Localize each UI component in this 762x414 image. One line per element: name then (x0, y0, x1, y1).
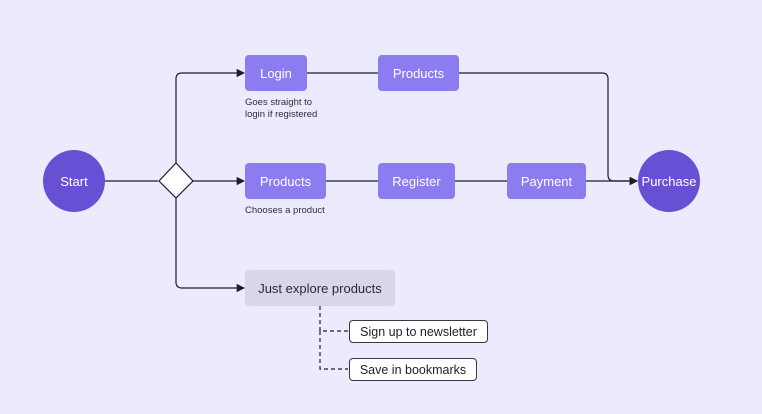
login-node: Login (245, 55, 307, 91)
connector-decision-explore (175, 198, 246, 293)
products-middle-label: Products (259, 173, 312, 189)
products-middle-node: Products (245, 163, 326, 199)
explore-label: Just explore products (258, 280, 382, 296)
register-node: Register (378, 163, 455, 199)
products-top-label: Products (392, 65, 445, 81)
purchase-label: Purchase (641, 173, 697, 189)
start-label: Start (60, 173, 88, 189)
start-node: Start (43, 150, 105, 212)
dashed-connector-bookmarks (319, 331, 348, 370)
login-note-line1: Goes straight to (245, 97, 313, 108)
products-top-node: Products (378, 55, 459, 91)
login-note-line2: login if registered (245, 109, 318, 120)
bookmarks-label: Save in bookmarks (359, 362, 467, 377)
payment-node: Payment (507, 163, 586, 199)
login-note: Goes straight to login if registered (245, 97, 317, 121)
register-label: Register (392, 173, 441, 189)
bookmarks-node: Save in bookmarks (349, 358, 477, 381)
dashed-connector-newsletter (319, 306, 348, 332)
newsletter-node: Sign up to newsletter (349, 320, 488, 343)
explore-node: Just explore products (245, 270, 395, 306)
connector-decision-login (175, 68, 246, 163)
purchase-node: Purchase (638, 150, 700, 212)
products-note: Chooses a product (245, 205, 325, 217)
login-label: Login (260, 65, 292, 81)
payment-label: Payment (520, 173, 573, 189)
decision-diamond (158, 162, 194, 199)
products-note-text: Chooses a product (245, 205, 325, 216)
newsletter-label: Sign up to newsletter (360, 324, 477, 339)
